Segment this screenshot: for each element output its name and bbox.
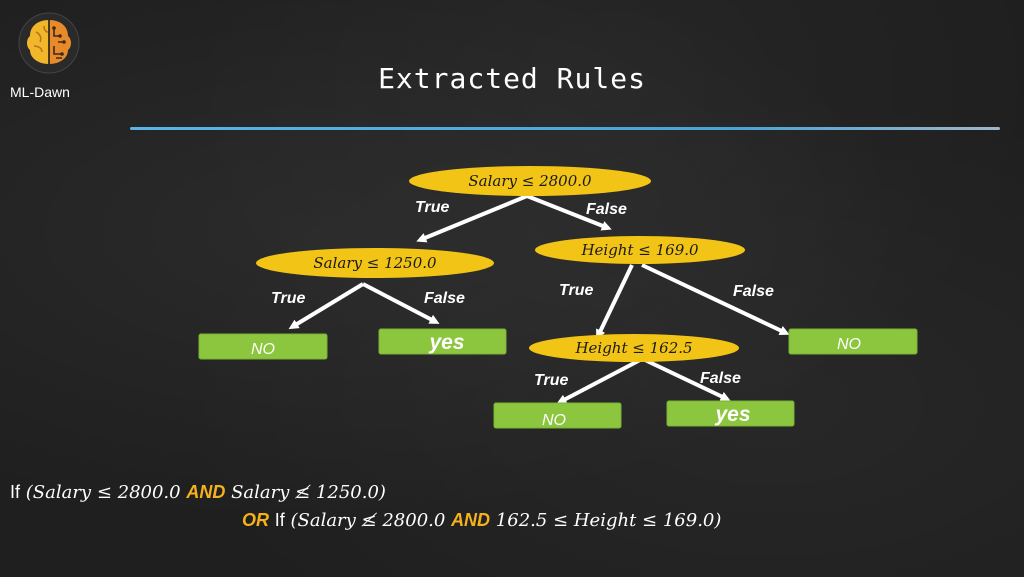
rule-line-2: OR If (Salary ≰ 2800.0 AND 162.5 ≤ Heigh… bbox=[242, 510, 721, 531]
node-label: Salary ≤ 1250.0 bbox=[313, 254, 437, 272]
edge-label-n1-n2: True bbox=[415, 199, 449, 216]
leaf-label: NO bbox=[251, 341, 275, 358]
rule-expr: 162.5 ≤ Height ≤ 169.0) bbox=[495, 510, 722, 531]
rule-expr: (Salary ≰ 2800.0 bbox=[290, 510, 452, 531]
node-label: Height ≤ 162.5 bbox=[574, 339, 692, 357]
rule-and: AND bbox=[451, 510, 491, 530]
tree-leaf-no-3: NO bbox=[493, 402, 622, 429]
tree-node-height-162-5: Height ≤ 162.5 bbox=[529, 334, 739, 362]
tree-leaf-no-1: NO bbox=[198, 333, 328, 360]
title-divider bbox=[130, 127, 1000, 130]
edge-label-n2-l1: True bbox=[271, 290, 305, 307]
edge-n3-l3 bbox=[641, 263, 790, 335]
edge-label-n3-n4: True bbox=[559, 282, 593, 299]
rule-or: OR bbox=[242, 510, 269, 530]
rule-expr: (Salary ≤ 2800.0 bbox=[25, 482, 187, 503]
edge-label-n1-n3: False bbox=[586, 201, 627, 218]
tree-leaf-yes-1: yes bbox=[378, 328, 507, 355]
node-label: Salary ≤ 2800.0 bbox=[468, 172, 592, 190]
tree-leaf-no-2: NO bbox=[788, 328, 918, 355]
edge-label-n3-l3: False bbox=[733, 283, 774, 300]
edge-label-n4-l4: True bbox=[534, 372, 568, 389]
rule-expr: Salary ≰ 1250.0) bbox=[231, 482, 386, 503]
rule-if: If bbox=[274, 510, 285, 530]
leaf-label: NO bbox=[837, 336, 861, 353]
edge-label-n2-l2: False bbox=[424, 290, 465, 307]
tree-edges bbox=[288, 194, 790, 404]
node-label: Height ≤ 169.0 bbox=[580, 241, 699, 259]
tree-node-salary-1250: Salary ≤ 1250.0 bbox=[256, 248, 494, 278]
edge-label-n4-l5: False bbox=[700, 370, 741, 387]
rule-line-1: If (Salary ≤ 2800.0 AND Salary ≰ 1250.0) bbox=[10, 482, 386, 503]
edge-n1-n3 bbox=[526, 194, 612, 231]
leaf-label: NO bbox=[542, 412, 566, 429]
edge-n3-n4 bbox=[596, 264, 634, 340]
rule-if: If bbox=[10, 482, 21, 502]
edge-n2-l1 bbox=[288, 282, 365, 330]
leaf-label: yes bbox=[714, 403, 750, 426]
edge-n2-l2 bbox=[362, 282, 440, 324]
rule-and: AND bbox=[186, 482, 226, 502]
brand-name: ML-Dawn bbox=[10, 84, 70, 100]
brain-circuit-icon bbox=[18, 12, 80, 74]
page-title: Extracted Rules bbox=[378, 62, 646, 95]
edge-n1-n2 bbox=[416, 194, 528, 243]
edge-n4-l4 bbox=[556, 358, 641, 404]
extracted-rules: If (Salary ≤ 2800.0 AND Salary ≰ 1250.0)… bbox=[10, 482, 721, 531]
tree-node-salary-2800: Salary ≤ 2800.0 bbox=[409, 166, 651, 196]
leaf-label: yes bbox=[428, 331, 464, 354]
edge-n4-l5 bbox=[644, 358, 731, 401]
tree-leaf-yes-2: yes bbox=[666, 400, 795, 427]
tree-node-height-169: Height ≤ 169.0 bbox=[535, 236, 745, 264]
